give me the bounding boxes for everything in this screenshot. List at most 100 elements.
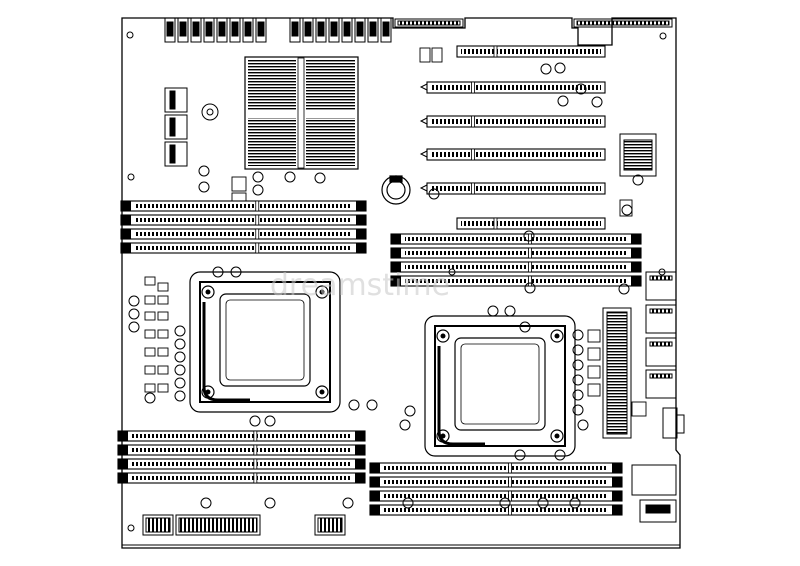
ic-chip — [231, 176, 247, 192]
ic-chip — [587, 329, 601, 343]
io-port — [367, 17, 379, 43]
capacitor — [128, 321, 140, 333]
capacitor — [572, 359, 584, 371]
chipset-heatsink — [244, 56, 359, 170]
vrm-chokes-left — [164, 87, 219, 167]
ic-chip — [619, 199, 633, 217]
capacitor — [342, 497, 354, 509]
board-outline — [121, 17, 681, 549]
io-port — [164, 17, 176, 43]
capacitor — [487, 305, 499, 317]
capacitors — [128, 62, 644, 509]
capacitor — [174, 325, 186, 337]
pcie-slot — [419, 81, 606, 94]
ic-chip — [144, 311, 156, 321]
dimm-slot — [120, 242, 367, 254]
ic-chip — [587, 347, 601, 361]
capacitor — [632, 174, 644, 186]
cmos-battery — [381, 175, 411, 205]
dimm-slot — [117, 430, 366, 442]
dimm-slot — [369, 462, 623, 474]
ic-chip — [157, 329, 169, 339]
ic-chip — [431, 47, 443, 63]
cpu-socket — [189, 271, 341, 413]
ic-chip — [419, 47, 431, 63]
capacitor — [198, 165, 210, 177]
capacitor — [212, 266, 224, 278]
capacitor — [314, 172, 326, 184]
right-io-connectors — [602, 133, 685, 523]
io-port — [255, 17, 267, 43]
dimm-slot — [390, 261, 642, 273]
capacitor — [575, 83, 587, 95]
io-port — [203, 17, 215, 43]
cpu-sockets — [189, 271, 576, 457]
capacitor — [174, 351, 186, 363]
capacitor — [399, 419, 411, 431]
pcie-slot — [419, 148, 606, 161]
ic-chip — [587, 383, 601, 397]
pcie-slot — [419, 182, 606, 195]
capacitor — [128, 308, 140, 320]
capacitor — [504, 305, 516, 317]
capacitor — [284, 171, 296, 183]
ic-chip — [157, 311, 169, 321]
capacitor — [366, 399, 378, 411]
ic-chip — [144, 329, 156, 339]
io-port — [354, 17, 366, 43]
mounting-holes — [126, 31, 667, 532]
dimm-slots — [117, 200, 642, 516]
capacitor — [540, 63, 552, 75]
capacitor — [198, 181, 210, 193]
io-port — [289, 17, 301, 43]
capacitor — [404, 405, 416, 417]
io-port — [242, 17, 254, 43]
capacitor — [621, 204, 633, 216]
capacitor — [428, 188, 440, 200]
cpu-socket — [424, 315, 576, 457]
io-port — [190, 17, 202, 43]
pcie-slot — [456, 45, 606, 58]
capacitor — [572, 389, 584, 401]
capacitor — [249, 415, 261, 427]
capacitor — [577, 419, 589, 431]
capacitor — [557, 95, 569, 107]
capacitor — [174, 364, 186, 376]
dimm-slot — [369, 490, 623, 502]
ic-chip — [631, 401, 647, 417]
io-port — [302, 17, 314, 43]
capacitor — [537, 497, 549, 509]
capacitor — [554, 62, 566, 74]
dimm-slot — [117, 458, 366, 470]
pcie-slot — [456, 217, 606, 230]
capacitor — [144, 392, 156, 404]
pcie-slots — [419, 45, 606, 230]
capacitor — [230, 266, 242, 278]
capacitor — [523, 230, 535, 242]
ic-chip — [157, 295, 169, 305]
io-port — [315, 17, 327, 43]
ic-chip — [157, 347, 169, 357]
pcie-slot — [419, 115, 606, 128]
ic-chip — [157, 383, 169, 393]
dimm-slot — [120, 200, 367, 212]
dimm-slot — [390, 233, 642, 245]
bottom-headers — [122, 514, 680, 546]
io-port — [216, 17, 228, 43]
ic-chip — [157, 365, 169, 375]
dimm-slot — [390, 275, 642, 287]
capacitor — [402, 497, 414, 509]
capacitor — [569, 497, 581, 509]
capacitor — [519, 321, 531, 333]
ic-chip — [144, 295, 156, 305]
dimm-slot — [120, 214, 367, 226]
io-port — [380, 17, 392, 43]
capacitor — [524, 282, 536, 294]
ic-chip — [231, 192, 247, 202]
capacitor — [174, 390, 186, 402]
capacitor — [554, 449, 566, 461]
capacitor — [618, 283, 630, 295]
ic-chip — [144, 347, 156, 357]
